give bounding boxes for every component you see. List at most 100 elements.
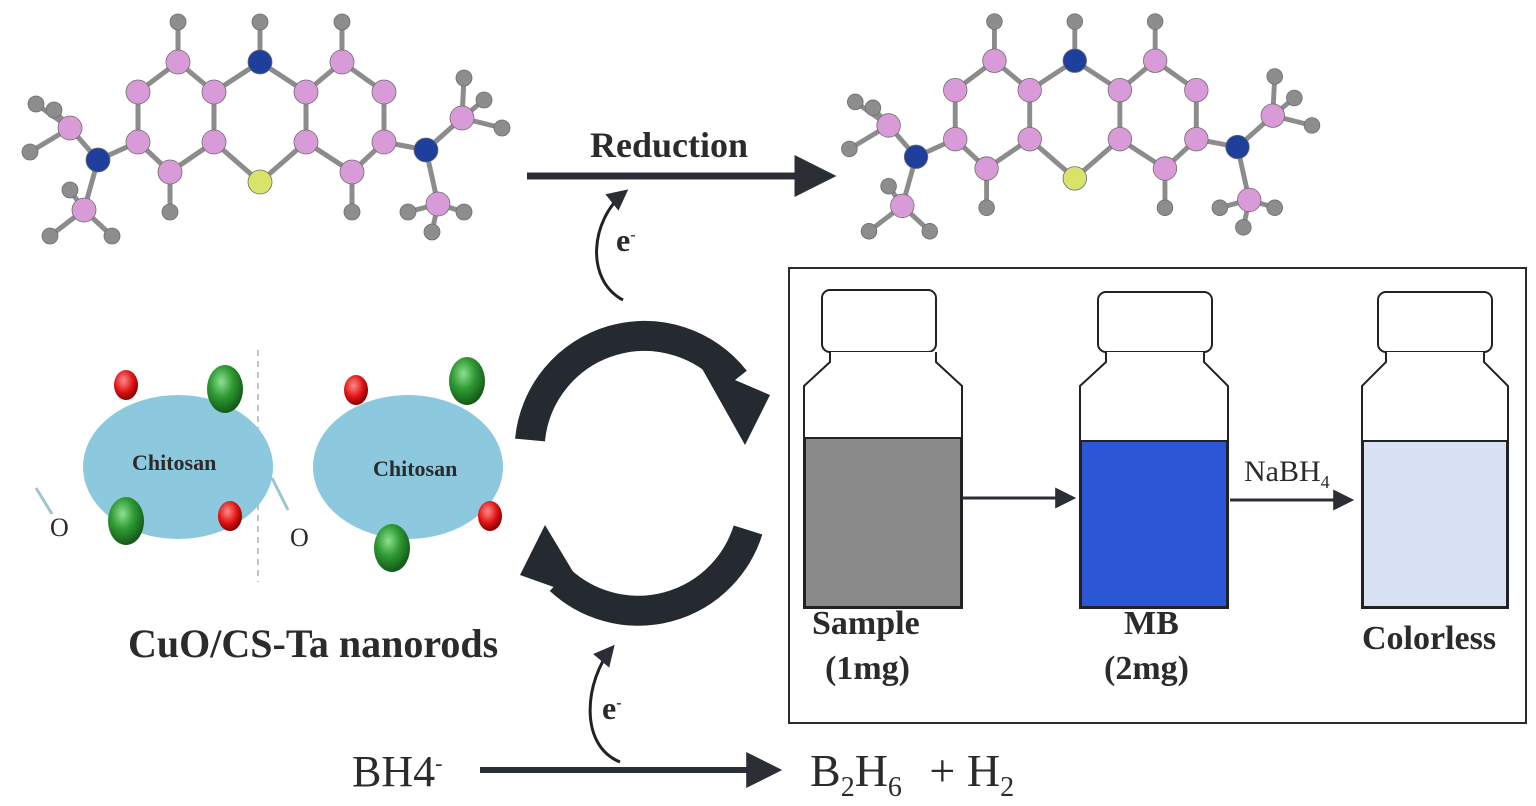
reactant-formula: BH4 [352,747,436,796]
electron-charge: - [616,694,622,712]
chitosan-blob-right [313,395,503,539]
molecule-atom-c [982,48,1007,73]
molecule-atom-c [293,129,319,155]
molecule-atom-h [45,101,63,119]
molecule-atom-h [1235,219,1252,236]
cuo-particle [374,524,410,572]
molecule-atom-h [21,143,39,161]
molecule-atom-h [1156,199,1174,216]
molecule-atom-c [1184,127,1209,152]
molecule-atom-c [449,105,475,131]
molecule-atom-c [339,159,365,185]
molecule-atom-h [978,199,995,216]
reactant-charge: - [435,750,443,776]
product-h-subscript: 6 [887,772,902,804]
molecule-atom-h [1266,199,1283,216]
electron-label-top: e- [616,222,636,259]
vial-sample [803,289,963,609]
molecule-atom-h [251,13,269,31]
molecule-atom-c [201,129,227,155]
molecule-atom-h [860,223,878,240]
molecule-atom-h [847,93,864,111]
cuo-particle [449,357,485,405]
molecule-atom-n [1062,48,1087,73]
vial-mb-mass: (2mg) [1104,650,1189,687]
catalyst-illustration [34,350,503,582]
cycle-arrow-top-head [700,365,770,445]
molecule-atom-h [493,119,511,137]
molecule-atom-c [425,191,451,217]
molecule-atom-h [880,177,897,195]
molecule-atom-c [1152,156,1178,181]
leuco-methylene-blue-molecule [841,13,1321,240]
catalyst-caption: CuO/CS-Ta nanorods [128,621,499,666]
product-h2: H [966,745,1001,796]
cycle-arrow-bottom-head [520,525,590,600]
molecule-atom-n [413,137,439,163]
molecule-atom-c [157,159,183,185]
molecule-atom-h [1066,13,1084,30]
molecule-atom-s [247,169,273,195]
electron-symbol: e [616,222,631,258]
vial-colorless-label: Colorless [1362,620,1497,657]
molecule-atom-h [161,203,179,221]
molecule-atom-c [876,113,901,138]
molecule-atom-h [1286,89,1303,107]
molecule-atom-h [399,203,417,221]
cycle-arrow-top [515,320,747,442]
molecule-atom-h [343,203,361,221]
ta-particle [218,501,242,531]
vial-mb-label: MB [1124,605,1179,642]
molecule-atom-h [864,99,882,117]
molecule-atom-c [125,79,151,105]
molecule-atom-c [329,49,355,75]
equation-reactant: BH4- [352,746,442,797]
molecule-atom-c [1107,78,1133,103]
vial-sample-liquid [804,437,962,608]
oxygen-label-right: O [290,523,309,552]
product-b: B [810,745,841,796]
cuo-particle [207,365,243,413]
molecule-atom-h [455,203,473,221]
reagent-subscript: 4 [1320,472,1330,492]
oxygen-label-left: O [50,513,69,542]
chitosan-label-left: Chitosan [132,450,217,475]
vial-mb-liquid [1080,440,1228,608]
molecule-atom-h [455,69,473,87]
molecule-atom-c [1143,48,1168,73]
electron-arrow-top [595,189,629,302]
ta-particle [478,501,502,531]
vial-sample-mass: (1mg) [825,650,910,687]
plus-sign: + [929,745,956,796]
molecule-atom-h [41,227,59,245]
molecule-atom-c [943,127,968,152]
molecule-atom-h [1146,13,1164,30]
ta-particle [344,375,368,405]
equation-products: B2H6 + H2 [810,744,1014,804]
molecule-atom-c [1107,127,1133,152]
molecule-atom-c [125,129,151,155]
cuo-particle [108,497,144,545]
molecule-atom-c [71,197,97,223]
molecule-atom-n [903,144,929,169]
product-b-subscript: 2 [840,772,855,804]
molecule-atom-c [201,79,227,105]
reagent-base: NaBH [1244,455,1321,488]
vial-mb [1079,291,1229,609]
reagent-label: NaBH4 [1244,455,1330,493]
chitosan-label-right: Chitosan [373,456,458,481]
molecule-atom-c [371,129,397,155]
methylene-blue-molecule [21,13,511,245]
molecule-atom-h [1303,117,1321,134]
electron-label-bottom: e- [602,690,622,727]
ta-particle [114,370,138,400]
molecule-atom-c [1017,127,1042,152]
electron-symbol: e [602,690,617,726]
molecule-atom-c [1260,103,1285,128]
molecule-atom-n [85,147,111,173]
molecule-atom-h [423,223,441,241]
molecule-atom-c [890,193,915,218]
molecule-atom-n [1225,134,1250,160]
molecule-atom-h [61,181,79,199]
